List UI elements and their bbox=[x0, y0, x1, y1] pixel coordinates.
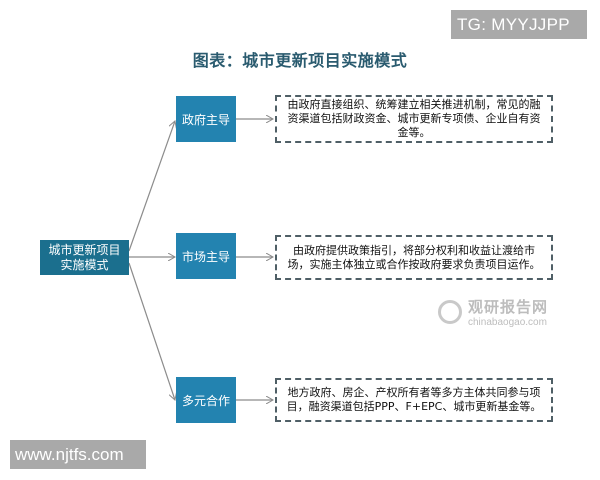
connector-root-to-multi bbox=[128, 262, 175, 400]
mode-node-market-led: 市场主导 bbox=[176, 233, 236, 279]
mode-label: 政府主导 bbox=[181, 112, 230, 127]
logo-swirl-icon bbox=[438, 300, 462, 324]
description-text: 地方政府、房企、产权所有者等多方主体共同参与项目，融资渠道包括PPP、F+EPC… bbox=[286, 386, 542, 413]
mode-label: 多元合作 bbox=[181, 393, 230, 408]
description-box-multi-party: 地方政府、房企、产权所有者等多方主体共同参与项目，融资渠道包括PPP、F+EPC… bbox=[275, 378, 553, 422]
diagram-title: 图表：城市更新项目实施模式 bbox=[192, 51, 408, 70]
source-logo-en: chinabaogao.com bbox=[468, 317, 547, 328]
root-node: 城市更新项目实施模式 bbox=[40, 240, 129, 275]
source-logo: 观研报告网 chinabaogao.com bbox=[438, 296, 568, 332]
description-text: 由政府直接组织、统筹建立相关推进机制，常见的融资渠道包括财政资金、城市更新专项债… bbox=[287, 98, 541, 139]
mode-node-government-led: 政府主导 bbox=[176, 96, 236, 142]
description-text: 由政府提供政策指引，将部分权利和收益让渡给市场，实施主体独立或合作按政府要求负责… bbox=[287, 243, 541, 271]
mode-label: 市场主导 bbox=[181, 249, 230, 264]
source-logo-cn: 观研报告网 bbox=[468, 298, 549, 316]
root-node-label: 城市更新项目实施模式 bbox=[48, 242, 121, 272]
mode-node-multi-party: 多元合作 bbox=[176, 377, 236, 423]
watermark-tg-badge: TG: MYYJJPP bbox=[451, 10, 587, 39]
connector-root-to-gov bbox=[128, 121, 175, 252]
description-box-market-led: 由政府提供政策指引，将部分权利和收益让渡给市场，实施主体独立或合作按政府要求负责… bbox=[275, 235, 553, 280]
watermark-url-badge: www.njtfs.com bbox=[10, 440, 146, 469]
description-box-government-led: 由政府直接组织、统筹建立相关推进机制，常见的融资渠道包括财政资金、城市更新专项债… bbox=[275, 95, 553, 143]
